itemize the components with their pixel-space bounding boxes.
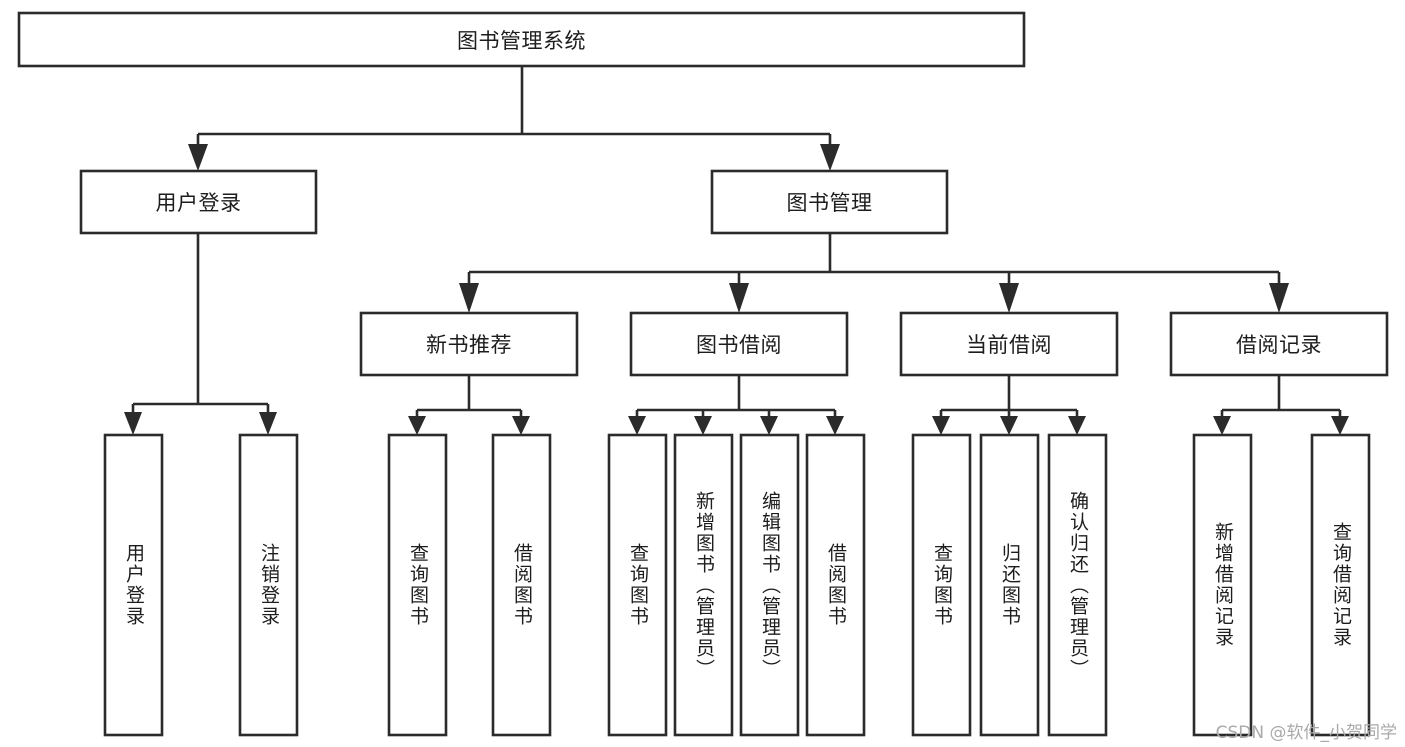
arrowhead-current-borrow bbox=[999, 283, 1019, 313]
node-borrow-record[interactable] bbox=[1169, 311, 1389, 377]
leafbox-bb-add-book[interactable] bbox=[673, 433, 734, 737]
leafbox-bb-borrow-book[interactable] bbox=[805, 433, 866, 737]
arrowhead-book-management bbox=[820, 144, 840, 171]
arrowhead-cb-confirm-return bbox=[1068, 416, 1086, 435]
arrowhead-bb-edit-book bbox=[760, 416, 778, 435]
leafbox-cb-query-book[interactable] bbox=[911, 433, 972, 737]
node-new-book-recommend[interactable] bbox=[359, 311, 579, 377]
node-book-borrow[interactable] bbox=[629, 311, 849, 377]
node-current-borrow[interactable] bbox=[899, 311, 1119, 377]
arrowhead-nbr-query-book bbox=[408, 416, 426, 435]
leafbox-bb-edit-book[interactable] bbox=[739, 433, 800, 737]
arrowhead-bb-query-book bbox=[628, 416, 646, 435]
arrowhead-leaf-user-login bbox=[124, 412, 142, 435]
arrowhead-br-add-record bbox=[1213, 416, 1231, 435]
arrowhead-user-login bbox=[188, 144, 208, 171]
leafbox-cb-return-book[interactable] bbox=[979, 433, 1040, 737]
arrowhead-borrow-record bbox=[1269, 283, 1289, 313]
leafbox-user-login[interactable] bbox=[103, 433, 164, 737]
arrowhead-nbr-borrow-book bbox=[512, 416, 530, 435]
arrowhead-bb-borrow-book bbox=[826, 416, 844, 435]
leafbox-bb-query-book[interactable] bbox=[607, 433, 668, 737]
leafbox-nbr-query-book[interactable] bbox=[387, 433, 448, 737]
node-user-login[interactable] bbox=[79, 169, 318, 235]
leafbox-br-query-record[interactable] bbox=[1310, 433, 1371, 737]
leafbox-logout[interactable] bbox=[238, 433, 299, 737]
node-book-management[interactable] bbox=[710, 169, 949, 235]
arrowhead-bb-add-book bbox=[694, 416, 712, 435]
leafbox-nbr-borrow-book[interactable] bbox=[491, 433, 552, 737]
arrowhead-new-book-recommend bbox=[459, 283, 479, 313]
leafbox-br-add-record[interactable] bbox=[1192, 433, 1253, 737]
arrowhead-book-borrow bbox=[729, 283, 749, 313]
node-root-book-management-system[interactable] bbox=[17, 11, 1026, 68]
arrowhead-leaf-logout bbox=[259, 412, 277, 435]
arrowhead-br-query-record bbox=[1331, 416, 1349, 435]
arrowhead-cb-return-book bbox=[1000, 416, 1018, 435]
arrowhead-cb-query-book bbox=[932, 416, 950, 435]
leafbox-cb-confirm-return[interactable] bbox=[1047, 433, 1108, 737]
